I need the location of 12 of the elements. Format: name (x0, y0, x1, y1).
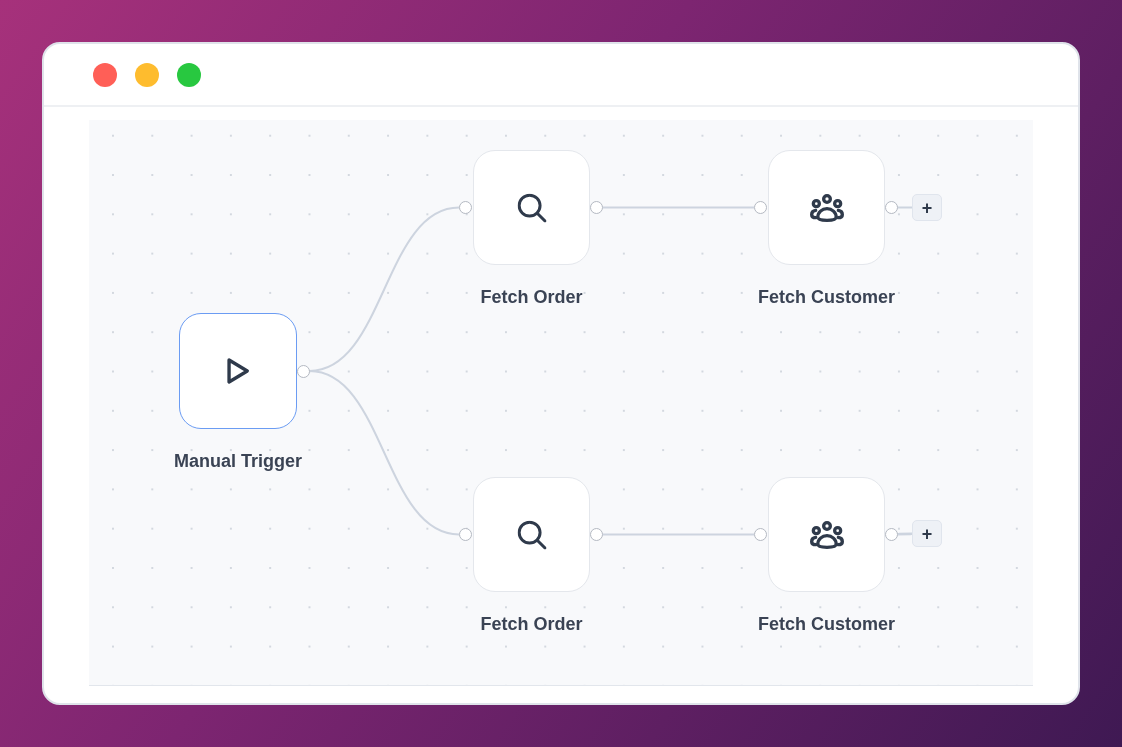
node-label: Fetch Customer (758, 613, 895, 635)
connector (896, 532, 913, 536)
connector (601, 533, 755, 536)
node-label: Fetch Order (480, 286, 583, 308)
add-button: + (912, 520, 942, 547)
node-label: Manual Trigger (174, 450, 302, 472)
connector (308, 370, 460, 536)
connector (601, 206, 755, 209)
add-button: + (912, 194, 942, 221)
node-label: Fetch Order (480, 613, 583, 635)
connector (896, 206, 913, 209)
node-label: Fetch Customer (758, 286, 895, 308)
